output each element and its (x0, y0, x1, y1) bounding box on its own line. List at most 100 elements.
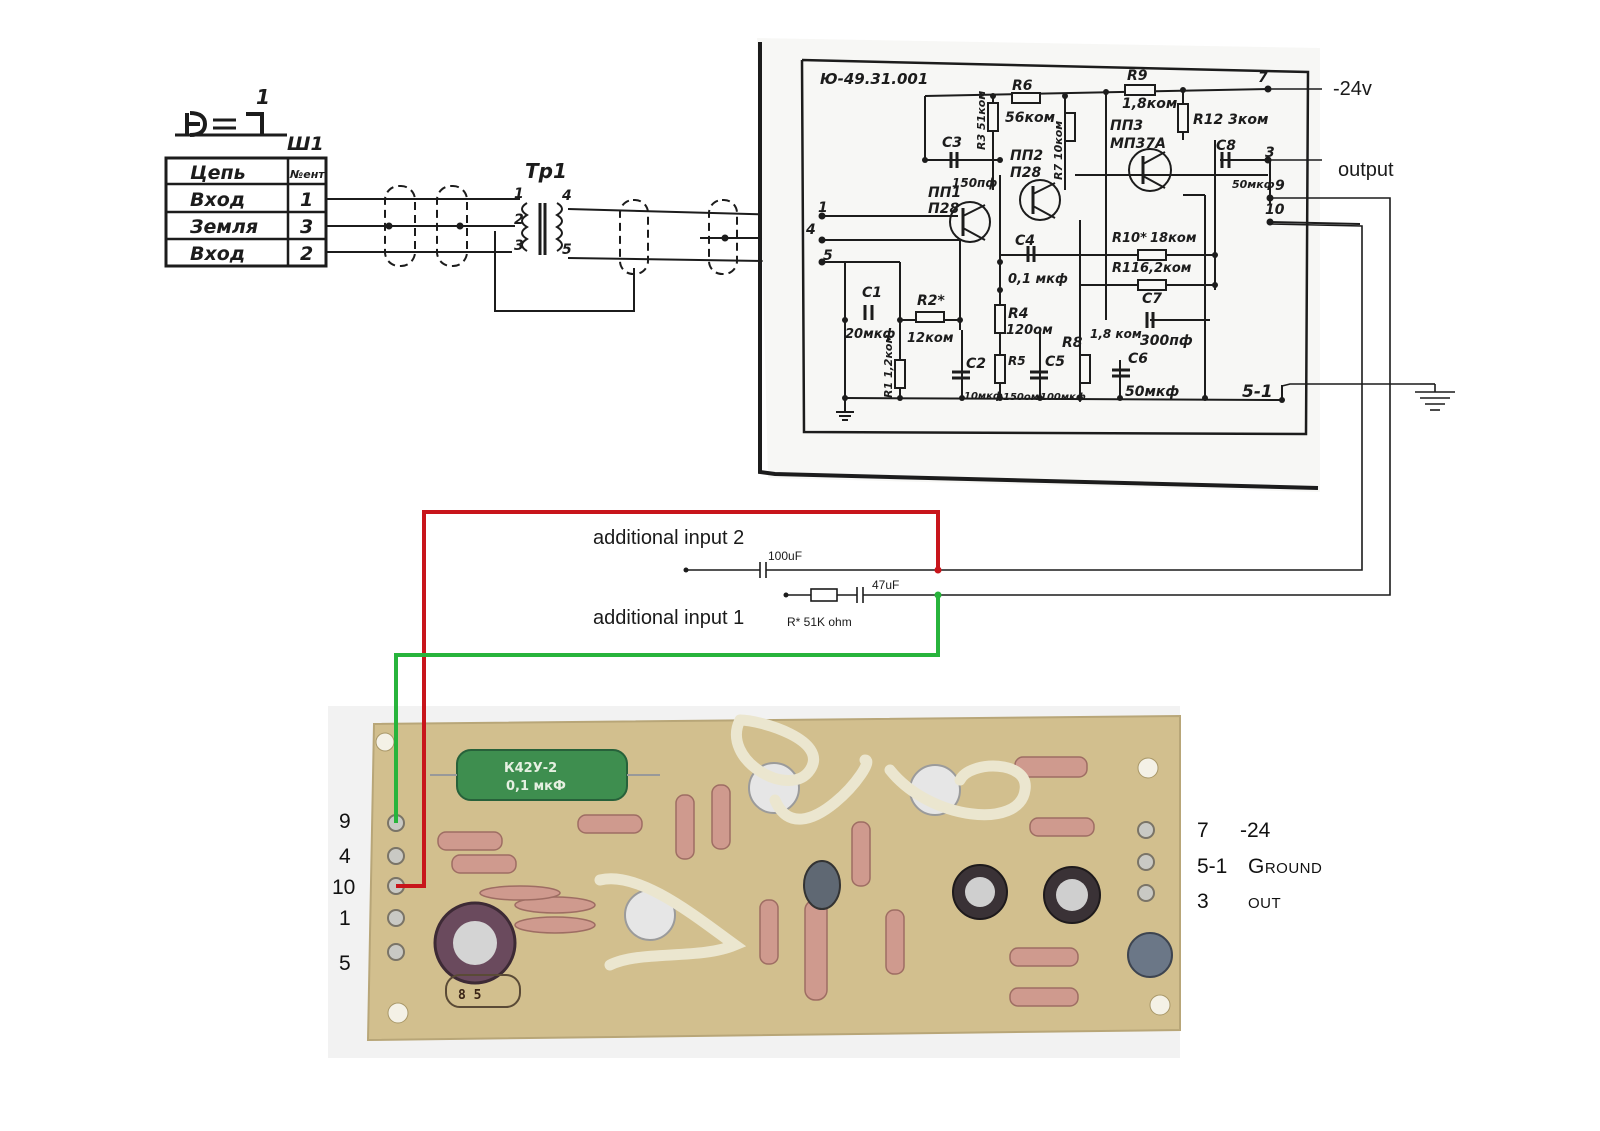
terminal-10: 10 (1265, 202, 1285, 218)
tr-pin-label: 1 (514, 186, 524, 202)
table-row-pin: 3 (300, 216, 313, 238)
label-q3: ПП3 (1110, 118, 1143, 134)
label-r1: R1 1,2ком (882, 335, 895, 398)
label-r4: R4 (1008, 306, 1029, 322)
label-c3: C3 (942, 135, 962, 151)
schematic-doc-number: Ю-49.31.001 (820, 70, 928, 88)
label-q1-type: П28 (928, 201, 959, 217)
output-label: output (1338, 159, 1394, 181)
label-q2: ПП2 (1010, 148, 1043, 164)
connector-designator: Ш1 (287, 133, 324, 155)
pcb-pin-label: 10 (332, 876, 355, 899)
connector-designator-top: 1 (256, 85, 270, 109)
label-q2-type: П28 (1010, 165, 1041, 181)
terminal-5-1: 5-1 (1242, 382, 1273, 402)
tr-pin-label: 3 (514, 238, 524, 254)
table-row-pin: 2 (300, 243, 313, 265)
label-r2-value: 12ком (907, 331, 954, 346)
terminal-9: 9 (1275, 178, 1285, 194)
ground-symbol (1415, 383, 1455, 411)
cap-100uf-label: 100uF (768, 549, 802, 563)
label-r10-value: 18ком (1150, 231, 1197, 246)
pcb-pin-function: out (1248, 890, 1281, 913)
label-q3-type: МП37А (1110, 136, 1166, 152)
terminal-4: 4 (805, 222, 816, 238)
pcb-pin-label: 5 (339, 952, 351, 975)
tr-pin-label: 4 (561, 188, 572, 204)
label-c7-value: 300пф (1140, 333, 1193, 349)
pcb-pin-number: 5-1 (1197, 855, 1227, 878)
table-row-pin: 1 (300, 189, 313, 211)
pcb-right-pin-labels: 7 -24 5-1 Ground 3 out (1197, 819, 1322, 913)
supply-label: -24v (1333, 78, 1372, 100)
label-c2: C2 (966, 356, 986, 372)
green-wire (394, 595, 940, 823)
label-c4: C4 (1015, 233, 1035, 249)
label-r5: R5 (1008, 354, 1026, 368)
schematic-scan: Ю-49.31.001 (757, 38, 1361, 492)
pcb-pin-function: -24 (1240, 819, 1271, 842)
label-c1-value: 20мкф (845, 327, 896, 342)
label-r10: R10* (1112, 231, 1147, 246)
pcb-pin-number: 3 (1197, 890, 1209, 913)
tr-pin-label: 5 (562, 242, 572, 258)
terminal-5: 5 (823, 248, 833, 264)
label-r11-value: 6,2ком (1140, 261, 1192, 276)
pcb-pin-label: 1 (339, 907, 351, 930)
label-c1: C1 (862, 285, 882, 301)
label-r11: R11 (1112, 261, 1140, 276)
label-r7: R7 10ком (1052, 121, 1065, 180)
label-r8-value: 1,8 ком (1090, 327, 1142, 341)
label-r2: R2* (917, 293, 946, 309)
table-row-name: Вход (190, 189, 245, 211)
pcb-left-pin-labels: 9 4 10 1 5 (332, 810, 355, 975)
label-c8: C8 (1216, 138, 1236, 154)
connector-sh1: 1 Ш1 Цепь №ент Вход 1 Земля 3 Вход 2 (164, 85, 328, 268)
cap-47uf-label: 47uF (872, 578, 899, 592)
label-r5-value: 150ом (1003, 392, 1039, 403)
terminal-1: 1 (818, 200, 828, 216)
pcb-pin-number: 7 (1197, 819, 1209, 842)
label-c4-value: 0,1 мкф (1008, 272, 1068, 287)
tr-pin-label: 2 (514, 212, 524, 228)
label-r9-value: 1,8ком (1122, 96, 1177, 112)
resistor-label: R* 51K ohm (787, 615, 852, 629)
additional-input-2-label: additional input 2 (593, 527, 744, 549)
pcb-pin-function: Ground (1248, 855, 1322, 878)
label-r4-value: 120ом (1006, 323, 1053, 338)
red-wire (396, 510, 940, 888)
input-wires (326, 185, 635, 312)
date-stamp: 8 5 (458, 988, 481, 1003)
external-wires (938, 88, 1420, 596)
label-c7: C7 (1142, 291, 1162, 307)
label-c8-value: 50мкф (1232, 178, 1275, 191)
red-wire-junction (934, 566, 942, 574)
table-header-pin: №ент (289, 168, 325, 181)
terminal-7: 7 (1258, 70, 1268, 86)
label-c6-value: 50мкф (1125, 384, 1179, 400)
label-c3-value: 150пф (952, 176, 997, 190)
cap-marking: К42У-2 (504, 761, 557, 776)
label-c5: C5 (1045, 354, 1065, 370)
transformer-name: Тр1 (525, 159, 567, 183)
table-header-circuit: Цепь (190, 162, 246, 184)
label-r9: R9 (1127, 68, 1148, 84)
cap-value: 0,1 мкФ (506, 779, 566, 794)
label-r6-value: 56ком (1005, 110, 1055, 126)
terminal-3: 3 (1265, 145, 1275, 161)
pcb-pin-label: 4 (339, 845, 351, 868)
additional-inputs (686, 562, 938, 603)
label-r8: R8 (1062, 335, 1083, 351)
pcb-board: К42У-2 0,1 мкФ 8 5 (328, 706, 1181, 1058)
green-wire-junction (934, 591, 942, 599)
input1-terminal (783, 592, 789, 598)
additional-input-1-label: additional input 1 (593, 607, 744, 629)
label-c6: C6 (1128, 351, 1148, 367)
transformer-tr1: Тр1 1 2 3 4 5 (514, 159, 572, 258)
table-row-name: Вход (190, 243, 245, 265)
input2-terminal (683, 567, 689, 573)
pcb-pin-label: 9 (339, 810, 351, 833)
label-c2-value: 10мкф (964, 390, 1003, 402)
label-r12: R12 3ком (1193, 112, 1268, 128)
